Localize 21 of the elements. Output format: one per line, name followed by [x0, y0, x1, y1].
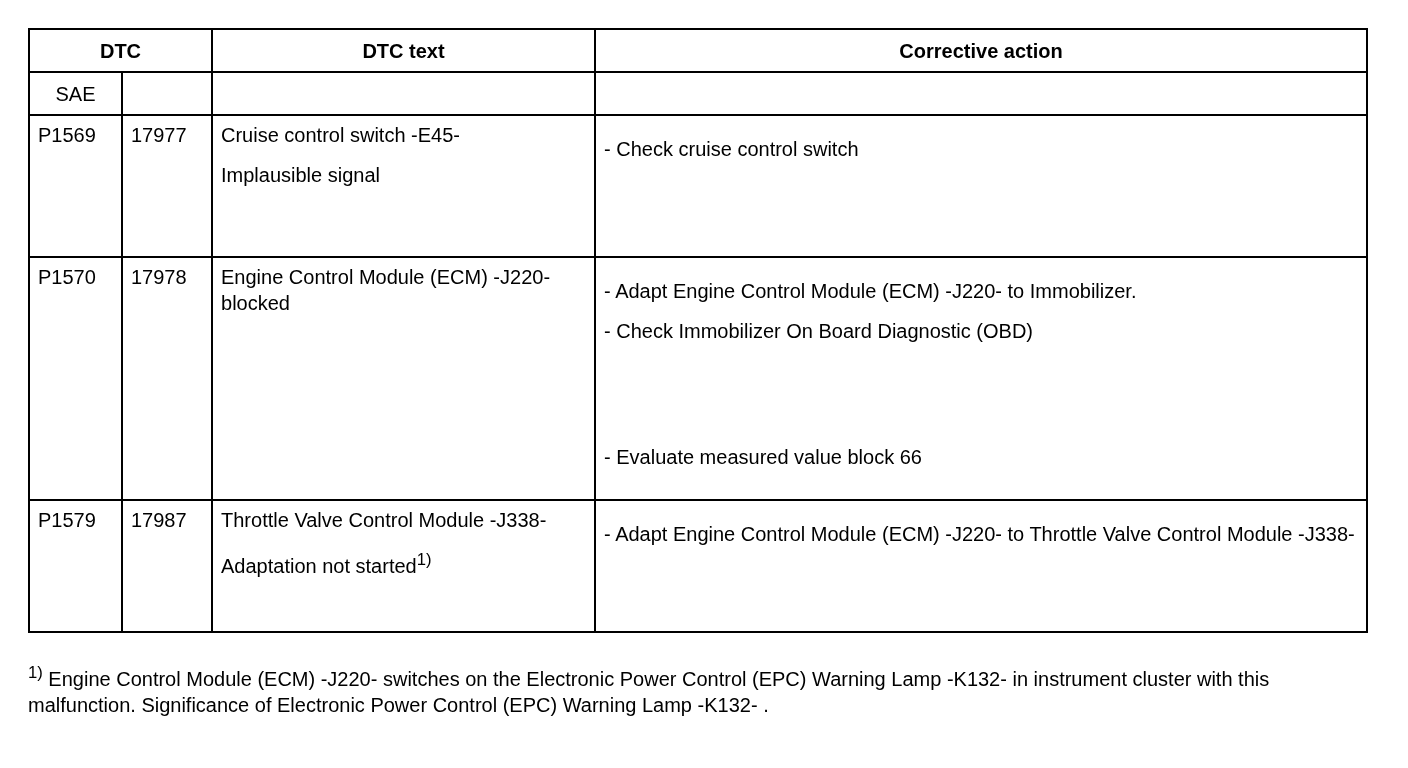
fault-description: Engine Control Module (ECM) -J220- blocked: [221, 265, 552, 316]
column-header: Corrective action: [898, 38, 1064, 64]
column-header: DTC: [98, 38, 143, 64]
fault-code: 17977: [131, 123, 188, 148]
fault-code: P1569: [38, 123, 97, 148]
fault-description: Throttle Valve Control Module -J338-: [221, 508, 548, 533]
corrective-action: - Check cruise control switch: [604, 137, 860, 162]
corrective-action: - Adapt Engine Control Module (ECM) -J220- to Immobilizer.: [604, 279, 1138, 304]
fault-description: Implausible signal: [221, 163, 381, 188]
corrective-action: - Check Immobilizer On Board Diagnostic (OBD): [604, 319, 1035, 344]
corrective-action: - Adapt Engine Control Module (ECM) -J220- to Throttle Valve Control Module -J338-: [604, 522, 1356, 547]
fault-code: P1570: [38, 265, 97, 290]
column-subheader: SAE: [54, 81, 97, 107]
fault-code: 17987: [131, 508, 188, 533]
fault-code: 17978: [131, 265, 188, 290]
footnote: $^{1)}$ Engine Control Module (ECM) -J220- switches on the Electronic Power Control (EPC) Warning Lamp -K132- in instrument cluster with this malfunction. Significance of Electronic Power Control (EPC) Warning Lamp -K132- .: [28, 662, 1271, 718]
column-header: DTC text: [361, 38, 446, 64]
fault-code: P1579: [38, 508, 97, 533]
fault-description: Adaptation not started$^{1)}$: [221, 549, 433, 579]
corrective-action: - Evaluate measured value block 66: [604, 445, 923, 470]
fault-description: Cruise control switch -E45-: [221, 123, 461, 148]
